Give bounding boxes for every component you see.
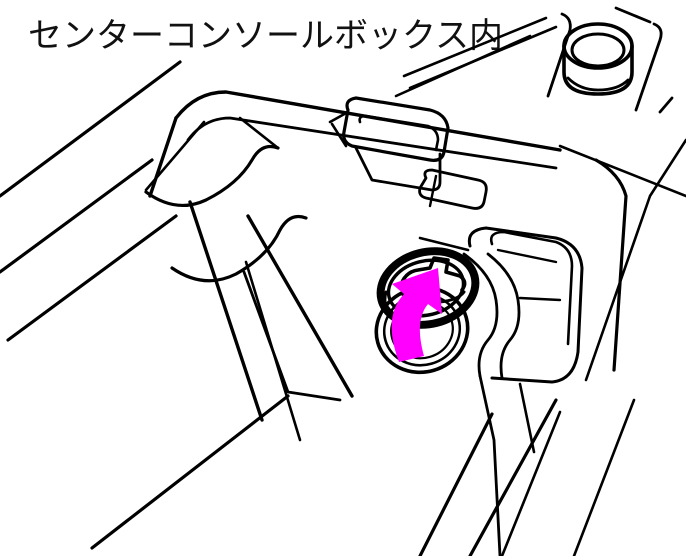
interior-wall-left <box>188 200 264 422</box>
cap-grip-tab <box>398 256 467 292</box>
rim-notch-wave-lower <box>170 214 308 283</box>
rim-notch-edge-b <box>238 116 280 150</box>
front-face-line-1 <box>90 394 290 550</box>
rectangular-recess-slot <box>328 96 488 210</box>
right-top-edge <box>558 144 686 198</box>
slot-left-edge <box>330 122 348 148</box>
rim-notch-wave-upper <box>144 144 280 207</box>
slot-side-tab <box>418 168 488 210</box>
panel-tail-b <box>518 382 536 454</box>
panel-outer <box>467 226 584 384</box>
panel-notch-top <box>496 248 558 264</box>
lift-cap-arrow-shape <box>391 268 442 362</box>
outer-wall-line-3 <box>6 214 178 342</box>
rim-top-edge <box>174 90 562 152</box>
interior-floor-join <box>242 270 342 402</box>
grommet-barrel <box>562 44 634 96</box>
bottom-right-line-4 <box>418 412 494 556</box>
deck-edge-line-a <box>402 16 548 78</box>
bottom-right-line-1 <box>468 398 558 556</box>
slot-side-tab-crease <box>428 174 438 208</box>
grommet-panel-left <box>546 12 572 98</box>
illustration-caption: センターコンソールボックス内 <box>28 16 503 56</box>
grommet-panel-corner <box>658 96 674 114</box>
panel-left-link <box>418 236 470 252</box>
bottom-right-line-2 <box>500 410 562 556</box>
deck-edge-line-c <box>394 34 532 98</box>
cap-outer-ring <box>376 247 480 329</box>
console-box-rim <box>144 90 562 442</box>
lift-cap-arrow <box>391 268 442 362</box>
side-recess-panel <box>418 226 584 556</box>
rubber-grommet-plug <box>546 6 674 114</box>
bottom-right-line-3 <box>572 398 636 556</box>
interior-wall-mid <box>246 214 354 398</box>
console-outer-shell <box>0 16 686 556</box>
rim-notch-edge-a <box>144 120 206 192</box>
cap-left-shoulder <box>383 290 394 320</box>
grommet-base-seam <box>566 76 630 92</box>
panel-notch-wave-a <box>462 252 499 378</box>
right-outer-corner <box>594 158 628 372</box>
grommet-panel-top <box>614 6 652 24</box>
slot-inner-top <box>358 114 440 152</box>
slot-outer <box>342 96 450 162</box>
right-outer-wall <box>584 138 686 382</box>
panel-inner <box>489 230 574 346</box>
round-cap <box>376 247 480 329</box>
grommet-top-inner <box>570 32 626 68</box>
panel-notch-mid <box>518 296 562 302</box>
outer-wall-line-1 <box>0 60 182 198</box>
slot-left-tick <box>328 110 350 124</box>
panel-notch-wave-b <box>486 252 521 380</box>
rim-left-wall <box>148 116 178 198</box>
grommet-panel-right <box>634 22 663 112</box>
outer-wall-line-2 <box>0 158 154 274</box>
panel-tail-a <box>478 374 502 556</box>
